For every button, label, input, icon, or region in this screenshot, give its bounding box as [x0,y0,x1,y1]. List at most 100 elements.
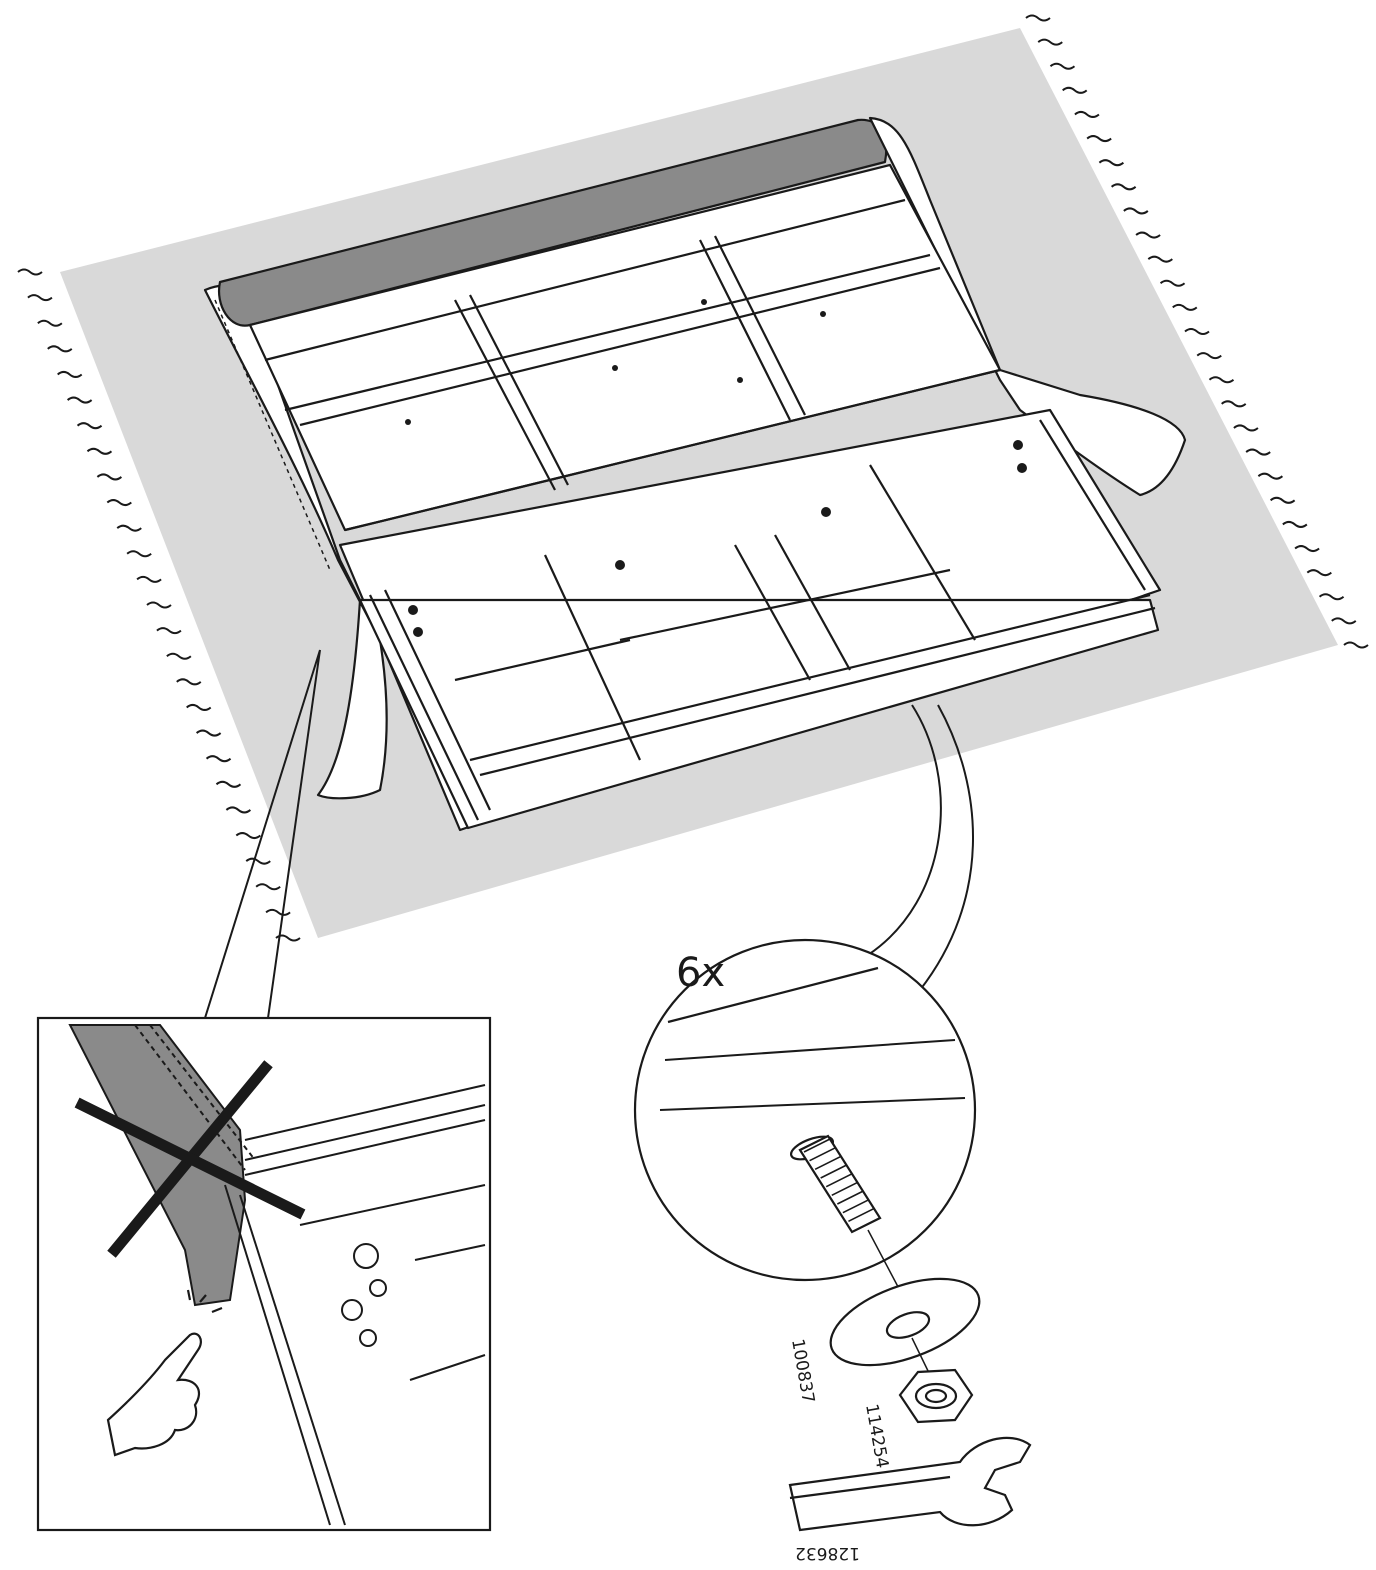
fringe-strand [1233,424,1259,432]
fringe-strand [1172,303,1198,311]
box-edge [369,594,479,821]
fringe-strand [1086,135,1112,143]
fringe-strand [1343,641,1369,649]
callout-pointer [867,704,974,991]
fringe-strand [1062,86,1088,94]
fringe-strand [86,447,113,455]
fringe-strand [17,268,43,276]
frame-divider [469,294,569,486]
fringe-strand [265,908,291,916]
fringe-strand [1269,496,1296,504]
bolt-thread [820,1164,848,1179]
fringe-strand [37,319,63,327]
fringe-strand [1098,159,1125,167]
washer-icon [829,1277,981,1367]
fringe-strand [1110,183,1137,191]
bolt-thread [836,1190,864,1205]
fringe-strand [245,857,271,865]
fringe-strand [215,780,242,788]
fringe-strand [96,473,123,481]
frame-divider [699,239,791,421]
fringe-strand [1135,231,1161,239]
fringe-strand [1221,400,1247,408]
left-armrest-seam [214,299,331,571]
fringe-strand [235,832,261,840]
box-rail [619,568,951,642]
fringe-strand [1196,352,1222,360]
fringe-strand [57,370,83,378]
fringe-strand [1025,14,1051,22]
bolt-thread [809,1146,836,1162]
fringe-strand [255,883,281,891]
fringe-strand [1245,448,1271,456]
fringe-strand [136,575,162,583]
box-rail [469,593,1151,762]
callout-rail [659,1097,966,1111]
frame-rail [344,368,1001,532]
bolt-icon [789,1134,882,1234]
wrench-part-number: 128632 [795,1543,860,1563]
assembly-axis [911,1337,931,1376]
wrench-icon [788,1436,1032,1532]
callout-circle [633,938,977,1282]
box-rail [479,606,1156,777]
rug-fringe [17,14,1369,942]
fringe-strand [1074,110,1100,118]
fringe-strand [166,652,192,660]
fringe-strand [1037,38,1063,46]
washer-part-number: 100837 [787,1337,818,1404]
fringe-strand [1331,617,1357,625]
bolt-thread [842,1198,870,1214]
fringe-strand [176,678,202,686]
frame-rail [264,198,906,362]
fringe-strand [1208,376,1235,384]
box-divider [869,464,976,641]
inset-detail [68,1024,486,1526]
fringe-strand [76,422,103,430]
forbidden-cross-icon [74,1060,306,1258]
left-inset [36,649,492,1532]
bolt-marks [405,299,1027,637]
fringe-strand [116,524,142,532]
nut-part-number: 114254 [861,1402,892,1469]
fringe-strand [1147,255,1173,263]
box-edge [384,589,491,811]
frame-rail [284,253,931,412]
bolt-thread [803,1138,831,1153]
fringe-strand [195,729,222,737]
pointing-hand-icon [106,1289,223,1457]
fringe-strand [1318,593,1345,601]
box-rail [454,638,631,682]
fringe-strand [1257,472,1284,480]
callout-rail [664,1039,956,1061]
fringe-strand [205,755,232,763]
fringe-strand [66,396,93,404]
box-divider [734,544,811,681]
fringe-strand [1306,569,1332,577]
fringe-strand [1123,207,1149,215]
frame-divider [714,235,806,416]
fringe-strand [1159,279,1186,287]
fringe-strand [47,345,73,353]
box-divider [544,554,641,761]
fringe-strand [1282,520,1308,528]
fringe-strand [106,499,132,507]
fringe-strand [1184,328,1210,335]
fringe-strand [186,703,212,711]
hex-nut-icon [898,1368,974,1424]
box-edge [1039,419,1146,591]
fringe-strand [1049,62,1076,70]
fringe-strand [1294,545,1320,553]
sofa-frame-underside [203,116,1187,832]
fringe-strand [146,601,172,609]
quantity-label: 6x [676,950,725,996]
bolt-thread [848,1207,875,1223]
callout-rail [667,966,879,1024]
fringe-strand [156,627,182,635]
bolt-thread [831,1181,859,1197]
right-armrest [868,116,1187,497]
inset-pointer-line [204,649,321,1019]
frame-divider [454,299,556,491]
fringe-strand [225,806,252,814]
